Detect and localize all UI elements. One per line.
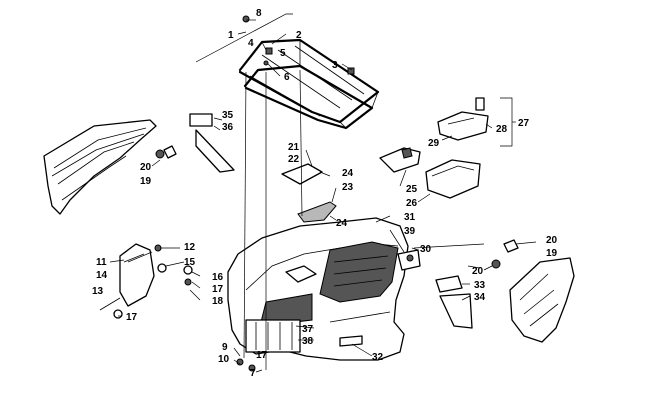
callout-14: 14 [96,270,108,281]
decal-33-34 [435,275,473,329]
callout-5: 5 [280,48,286,59]
callout-28: 28 [496,124,508,135]
callout-27: 27 [518,118,530,129]
callout-4: 4 [248,38,254,49]
access-cover [281,163,337,223]
callout-10: 10 [218,354,230,365]
callout-32: 32 [372,352,384,363]
storage-box [379,97,489,199]
callout-20a: 20 [140,162,152,173]
callout-36: 36 [222,122,234,133]
callout-23: 23 [342,182,354,193]
callout-7: 7 [250,368,256,379]
callout-34: 34 [474,292,486,303]
callout-37: 37 [302,324,314,335]
decal-35-36 [189,113,235,173]
leader-lines [109,19,537,373]
callout-19a: 19 [140,176,152,187]
callout-33: 33 [474,280,486,291]
callout-38: 38 [302,336,314,347]
callout-13: 13 [92,286,104,297]
callout-2: 2 [296,30,302,41]
callout-29: 29 [428,138,440,149]
callout-15: 15 [184,257,196,268]
callout-20b: 20 [546,235,558,246]
callout-19b: 19 [546,248,558,259]
callout-22: 22 [288,154,300,165]
callout-6: 6 [284,72,290,83]
callout-17c: 17 [256,350,268,361]
callout-16: 16 [212,272,224,283]
callout-labels: 1 2 3 4 5 6 7 8 9 10 11 12 13 14 15 16 1… [92,8,558,379]
callout-12: 12 [184,242,196,253]
callout-26: 26 [406,198,418,209]
callout-9: 9 [222,342,228,353]
callout-8: 8 [256,8,262,19]
front-body [227,217,421,372]
callout-17a: 17 [212,284,224,295]
callout-24a: 24 [342,168,354,179]
callout-30: 30 [420,244,432,255]
callout-31: 31 [404,212,416,223]
left-side-panel [99,243,193,319]
callout-24b: 24 [336,218,348,229]
callout-1: 1 [228,30,234,41]
callout-20c: 20 [472,266,484,277]
callout-35: 35 [222,110,234,121]
callout-11: 11 [96,257,107,268]
right-fender-flare [491,239,575,343]
left-fender-flare [43,119,177,215]
callout-39: 39 [404,226,416,237]
callout-17b: 17 [126,312,138,323]
callout-18: 18 [212,296,224,307]
callout-25: 25 [406,184,418,195]
callout-21: 21 [288,142,300,153]
callout-3: 3 [332,60,338,71]
